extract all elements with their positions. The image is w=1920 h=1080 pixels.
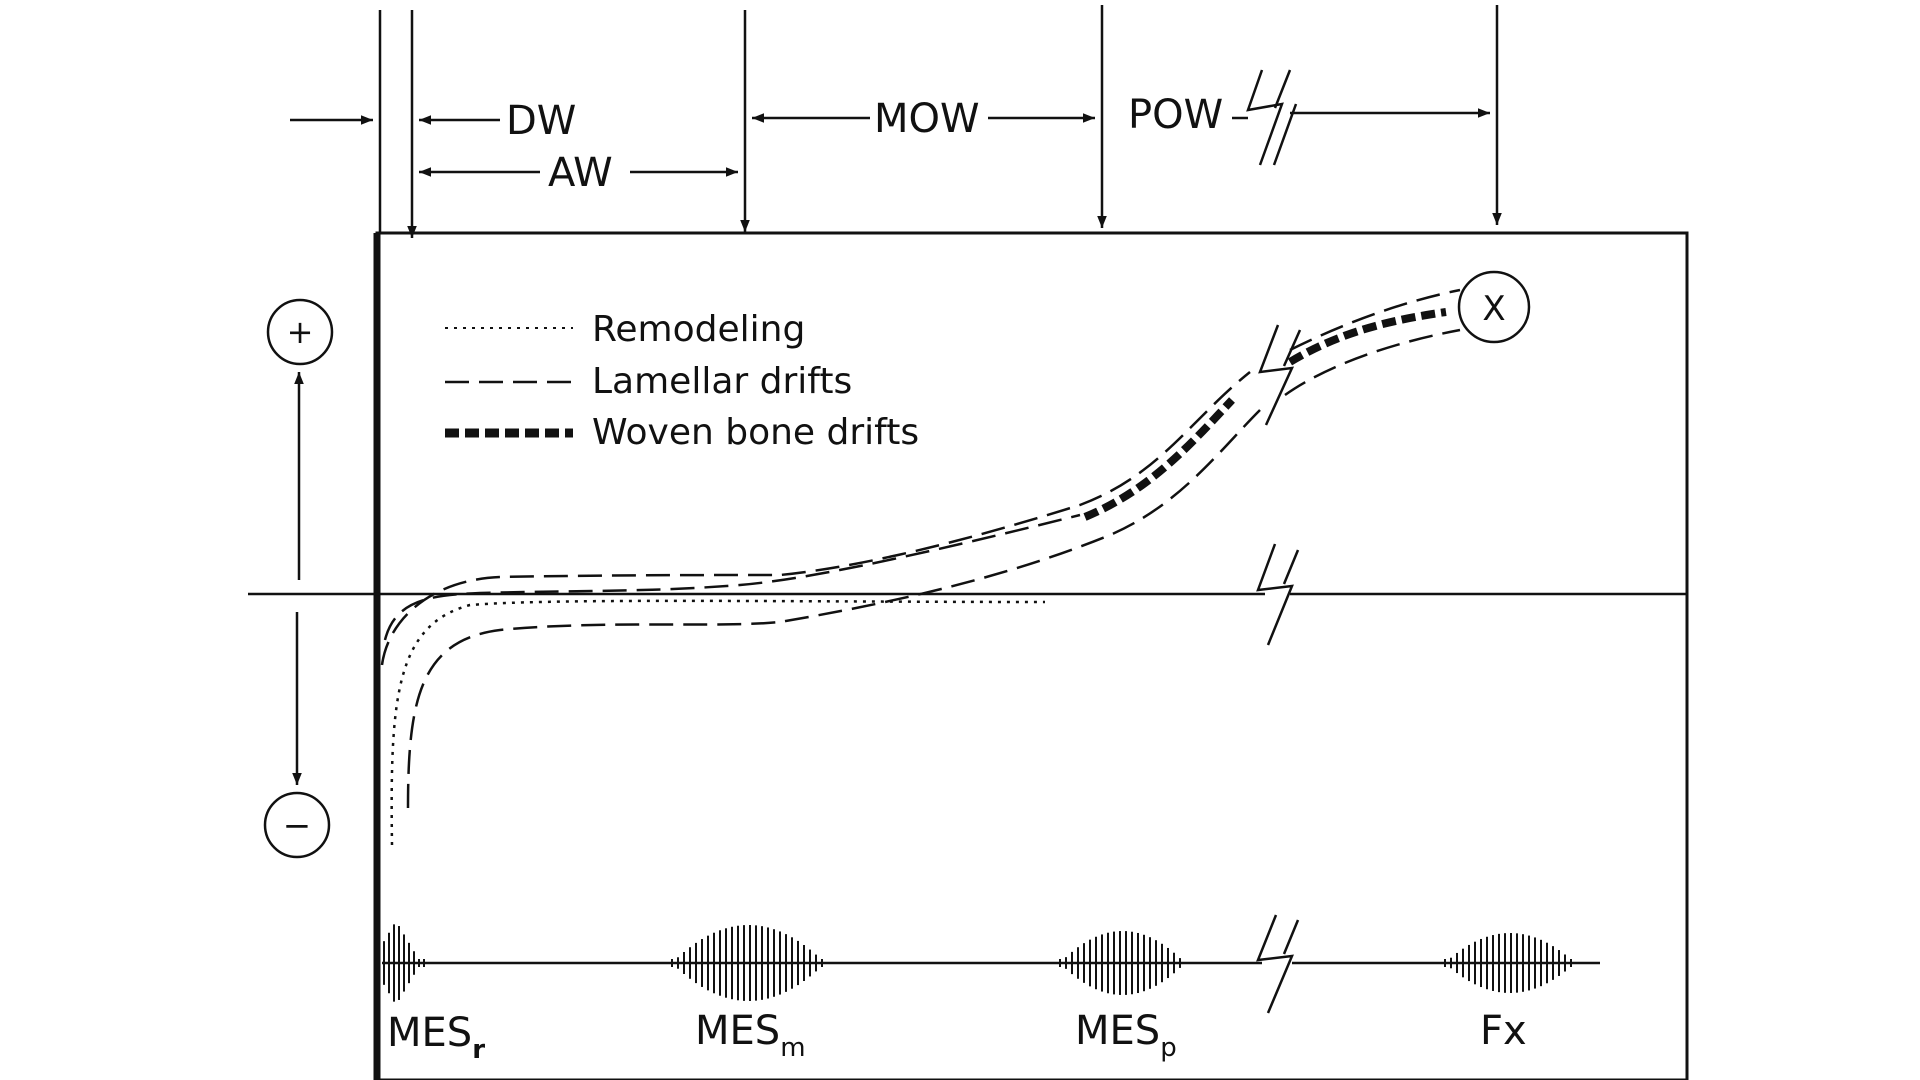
mes-p-sub: p (1160, 1033, 1177, 1063)
sign-axis (263, 298, 334, 859)
threshold-lines (378, 5, 1502, 238)
fx-label: Fx (1480, 1008, 1527, 1054)
mes-r-sub: r (472, 1035, 485, 1065)
dw-label: DW (506, 98, 576, 144)
legend-label-woven: Woven bone drifts (592, 412, 919, 453)
pow-label: POW (1128, 92, 1223, 138)
woven-curve-left (1083, 397, 1235, 521)
end-marker-circle (1457, 270, 1531, 344)
plus-circle (266, 298, 334, 366)
mes-p-main: MES (1075, 1008, 1160, 1054)
mes-r-main: MES (387, 1010, 472, 1056)
mes-m-sub: m (780, 1033, 805, 1063)
mes-p-label: MESp (1075, 1008, 1177, 1063)
pow-break-mark (1246, 69, 1298, 166)
lamellar-upper-left (380, 371, 1251, 666)
baseline-break-mark (1256, 543, 1300, 646)
lamellar-lower-left (406, 409, 1261, 809)
burst-mes-r (383, 924, 425, 1002)
burst-fx (1444, 933, 1572, 993)
signal-break-mark (1256, 914, 1300, 1014)
legend-label-lamellar: Lamellar drifts (592, 361, 852, 402)
burst-mes-p (1059, 931, 1181, 995)
burst-mes-m (671, 925, 823, 1001)
plus-sign: + (287, 313, 314, 351)
curves (380, 288, 1461, 846)
minus-sign: − (283, 806, 312, 846)
mes-m-label: MESm (695, 1008, 806, 1063)
legend: Remodeling Lamellar drifts Woven bone dr… (445, 309, 919, 453)
mes-r-label: MESr (387, 1010, 485, 1065)
lamellar-upper-right (1289, 288, 1461, 352)
window-arrows (290, 69, 1490, 177)
signal-bursts (383, 924, 1572, 1002)
remodeling-curve (390, 599, 1046, 846)
lamellar-middle (383, 513, 1081, 641)
legend-label-remodeling: Remodeling (592, 309, 805, 350)
end-marker-label: X (1482, 289, 1505, 329)
aw-label: AW (548, 150, 613, 196)
plot-frame (375, 231, 1689, 1080)
curve-break-mark (1258, 324, 1302, 426)
signal-track (382, 914, 1600, 1014)
mes-m-main: MES (695, 1008, 780, 1054)
woven-curve-right (1287, 308, 1447, 366)
mow-label: MOW (874, 96, 980, 142)
minus-circle (263, 791, 331, 859)
lamellar-lower-right (1284, 328, 1461, 397)
